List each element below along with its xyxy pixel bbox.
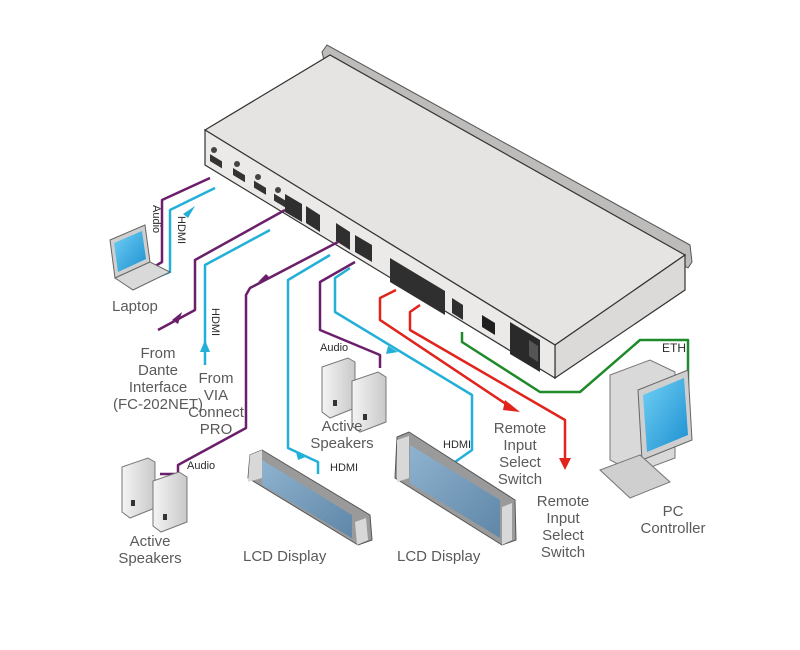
- laptop-hdmi-label: HDMI: [175, 216, 187, 245]
- speakers-left-audio-label: Audio: [187, 460, 216, 472]
- remote-switch-2-label: Remote Input Select Switch: [523, 493, 603, 561]
- remote-terminal-block[interactable]: [390, 258, 445, 315]
- laptop-audio-label: Audio: [150, 205, 162, 234]
- cable-hdmi-left-lcd: [286, 253, 331, 474]
- arrow-laptop-hdmi: [183, 206, 195, 218]
- via-line-3: Connect: [188, 404, 244, 421]
- cable-ethernet: [460, 332, 690, 400]
- pc-controller-icon: [599, 359, 693, 499]
- via-line-1: From: [198, 370, 234, 387]
- speakers-mid-icon: [321, 357, 387, 433]
- lcd-left-label: LCD Display: [243, 548, 327, 565]
- arrow-audio-left: [258, 274, 270, 282]
- dante-line-1: From: [140, 345, 176, 362]
- power-switch[interactable]: [529, 340, 538, 362]
- laptop-label: Laptop: [112, 298, 158, 315]
- arrow-hdmi-right: [386, 346, 398, 354]
- switcher-device: [203, 44, 693, 380]
- dante-source-label: From Dante Interface (FC-202NET): [108, 345, 208, 413]
- remote1-line-3: Select: [499, 454, 541, 471]
- lcd-display-left-icon: [247, 449, 373, 546]
- audio-terminal-2[interactable]: [306, 206, 320, 232]
- power-inlet: [510, 322, 540, 372]
- cable-remote-2: [408, 303, 567, 465]
- rs232-terminal[interactable]: [452, 298, 463, 320]
- via-hdmi-label: HDMI: [209, 308, 221, 337]
- remote2-line-3: Select: [542, 527, 584, 544]
- remote-switch-1-label: Remote Input Select Switch: [480, 420, 560, 488]
- hdmi-port-1[interactable]: [210, 154, 222, 169]
- audio-terminal-4[interactable]: [355, 235, 372, 262]
- arrow-hdmi-left: [296, 452, 308, 460]
- hdmi-port-4[interactable]: [274, 193, 286, 208]
- via-line-4: PRO: [199, 421, 233, 438]
- audio-terminal-3[interactable]: [336, 223, 350, 250]
- device-rear-panel: [204, 128, 556, 380]
- speakers-left-icon: [121, 457, 188, 533]
- dante-line-3: Interface: [128, 379, 188, 396]
- cable-via-hdmi: [203, 228, 271, 365]
- lcd-left-hdmi-label: HDMI: [330, 462, 359, 474]
- pc-line-2: Controller: [640, 520, 706, 537]
- remote1-line-1: Remote: [493, 420, 547, 437]
- lcd-right-label: LCD Display: [397, 548, 481, 565]
- hdmi-port-3[interactable]: [254, 180, 266, 195]
- speakers-mid-line-1: Active: [321, 418, 363, 435]
- speakers-mid-label: Active Speakers: [302, 418, 382, 452]
- speakers-left-line-1: Active: [129, 533, 171, 550]
- pc-line-1: PC: [662, 503, 684, 520]
- via-source-label: From VIA Connect PRO: [186, 370, 246, 438]
- dante-line-4: (FC-202NET): [112, 396, 203, 413]
- arrowheads: [172, 206, 571, 470]
- speakers-mid-line-2: Speakers: [310, 435, 374, 452]
- arrow-remote-1: [503, 400, 520, 412]
- eth-label: ETH: [662, 341, 686, 355]
- arrow-dante: [172, 312, 182, 324]
- speakers-mid-audio-label: Audio: [320, 342, 349, 354]
- lcd-right-hdmi-label: HDMI: [443, 439, 472, 451]
- pc-controller-label: PC Controller: [628, 503, 718, 537]
- remote2-line-1: Remote: [536, 493, 590, 510]
- audio-jack-3[interactable]: [255, 174, 261, 180]
- audio-jack-1[interactable]: [211, 147, 217, 153]
- remote1-line-2: Input: [503, 437, 537, 454]
- cable-audio-mid-speakers: [318, 260, 382, 368]
- speakers-left-label: Active Speakers: [110, 533, 190, 567]
- audio-terminal-1[interactable]: [285, 194, 302, 222]
- laptop-icon: [109, 224, 172, 291]
- audio-jack-4[interactable]: [275, 187, 281, 193]
- cable-remote-1: [378, 288, 516, 412]
- arrow-remote-2: [559, 458, 571, 470]
- cables: [151, 176, 690, 476]
- rear-panel-connectors: [210, 147, 540, 372]
- remote2-line-4: Switch: [540, 544, 586, 561]
- arrow-via: [200, 340, 210, 352]
- cable-hdmi-right-lcd: [333, 266, 474, 464]
- audio-jack-2[interactable]: [234, 161, 240, 167]
- ethernet-port[interactable]: [482, 315, 495, 335]
- speakers-left-line-2: Speakers: [118, 550, 182, 567]
- dante-line-2: Dante: [137, 362, 179, 379]
- lcd-display-right-icon: [394, 431, 517, 546]
- remote2-line-2: Input: [546, 510, 580, 527]
- hdmi-port-2[interactable]: [233, 168, 245, 183]
- remote1-line-4: Switch: [497, 471, 543, 488]
- via-line-2: VIA: [203, 387, 229, 404]
